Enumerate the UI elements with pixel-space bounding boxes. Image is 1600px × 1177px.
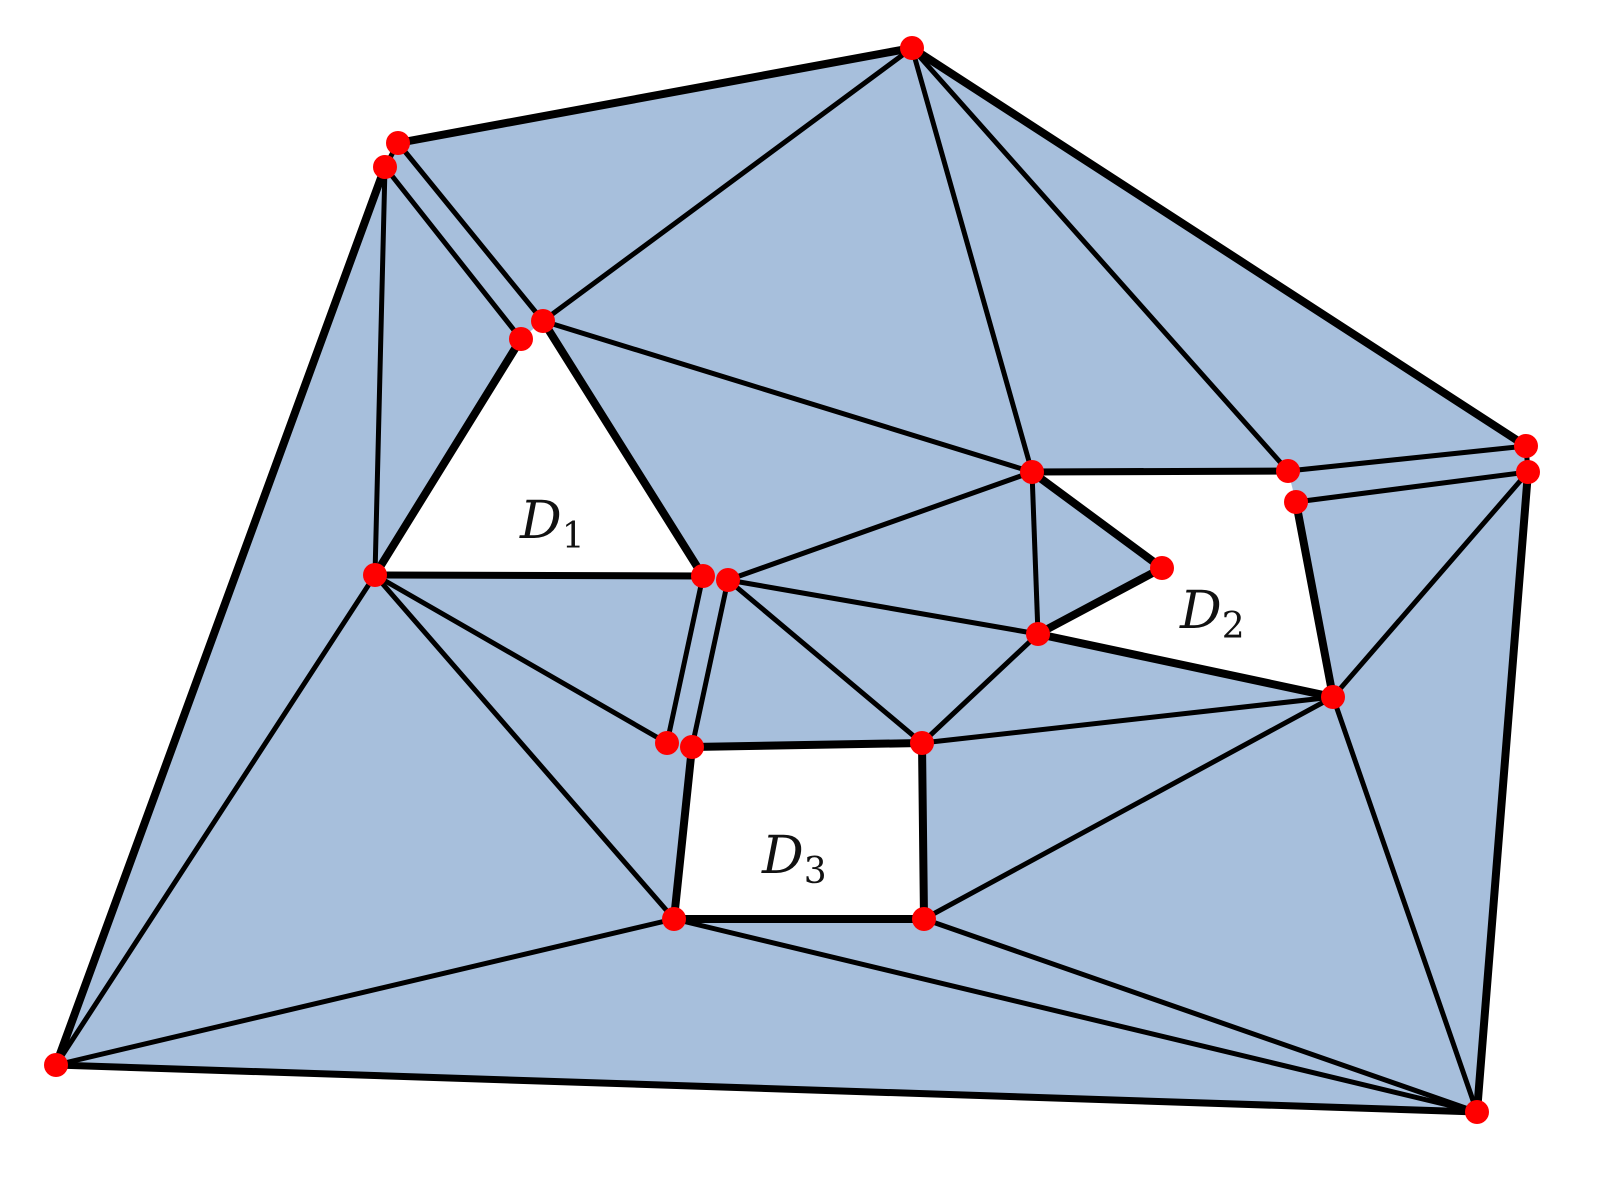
mesh-edge [909, 45, 1035, 475]
mesh-edge [921, 916, 1480, 1115]
mesh-vertex [1276, 459, 1300, 483]
hole-d3 [674, 743, 924, 919]
mesh-edge [371, 335, 525, 579]
mesh-edge [725, 577, 1041, 637]
mesh-edge [1293, 469, 1531, 505]
mesh-vertex [912, 907, 936, 931]
mesh-edges [52, 44, 1532, 1116]
mesh-vertex [910, 731, 934, 755]
mesh-edge [671, 916, 1480, 1115]
mesh-vertex [509, 327, 533, 351]
mesh-edge [918, 739, 928, 923]
mesh-edge [1028, 467, 1292, 476]
hole-label-d1: D1 [519, 491, 585, 557]
mesh-edge [1473, 468, 1532, 1116]
mesh-edge [725, 577, 925, 746]
mesh-vertex [900, 36, 924, 60]
hole-d1 [375, 321, 703, 576]
mesh-edge [52, 1061, 1481, 1116]
mesh-edge [909, 45, 1291, 474]
hole-label-d3-sub: 3 [804, 851, 827, 892]
domain-fill [56, 48, 1528, 1112]
hole-label-d2: D2 [1179, 581, 1245, 647]
mesh-edge [1330, 694, 1480, 1115]
mesh-edge [908, 44, 1530, 450]
mesh-edge [725, 469, 1035, 583]
mesh-edge [53, 572, 378, 1068]
mesh-vertex [386, 131, 410, 155]
mesh-edge [382, 164, 524, 342]
mesh-vertex [1284, 490, 1308, 514]
mesh-edge [395, 140, 546, 324]
mesh-edge [1028, 468, 1166, 572]
mesh-edge [1029, 469, 1041, 637]
hole-label-d3-letter: D [761, 826, 804, 886]
mesh-vertex [662, 907, 686, 931]
mesh-edge [1034, 564, 1166, 638]
mesh-vertex [1321, 685, 1345, 709]
mesh-edge [1285, 443, 1529, 474]
mesh-vertex [1516, 460, 1540, 484]
mesh-vertex [44, 1053, 68, 1077]
mesh-edge [52, 163, 389, 1069]
mesh-edge [53, 916, 677, 1068]
mesh-vertex [1150, 556, 1174, 580]
mesh-edge [670, 743, 696, 923]
mesh-edge [540, 45, 915, 324]
hole-label-d3: D3 [761, 826, 827, 892]
mesh-vertex [373, 155, 397, 179]
mesh-vertex [1465, 1100, 1489, 1124]
mesh-vertex [531, 309, 555, 333]
mesh-edge [1292, 498, 1337, 701]
mesh-edge [919, 694, 1336, 746]
mesh-edge [372, 164, 388, 578]
mesh-vertex [716, 568, 740, 592]
hole-label-d2-letter: D [1179, 581, 1222, 641]
mesh-vertex [1026, 622, 1050, 646]
mesh-vertices [44, 36, 1540, 1124]
mesh-vertex [1514, 434, 1538, 458]
hole-label-d2-sub: 2 [1222, 606, 1245, 647]
mesh-edge [664, 573, 706, 746]
mesh-edge [394, 44, 916, 147]
mesh-vertex [363, 563, 387, 587]
mesh-vertex [691, 564, 715, 588]
mesh-vertex [680, 735, 704, 759]
mesh-vertex [1020, 460, 1044, 484]
mesh-edge [372, 572, 670, 746]
mesh-edge [688, 739, 926, 751]
mesh-edge [371, 571, 707, 580]
hole-label-d1-letter: D [519, 491, 562, 551]
mesh-edge [372, 572, 677, 922]
mesh-vertex [655, 731, 679, 755]
mesh-edge [1034, 630, 1337, 701]
domain-polygon [56, 48, 1528, 1112]
mesh-edge [540, 318, 1035, 475]
hole-label-d1-sub: 1 [562, 516, 585, 557]
mesh-edge [919, 631, 1041, 746]
mesh-edge [921, 694, 1336, 922]
mesh-edge [689, 577, 731, 750]
mesh-edge [539, 317, 707, 580]
mesh-edge [1330, 469, 1531, 700]
